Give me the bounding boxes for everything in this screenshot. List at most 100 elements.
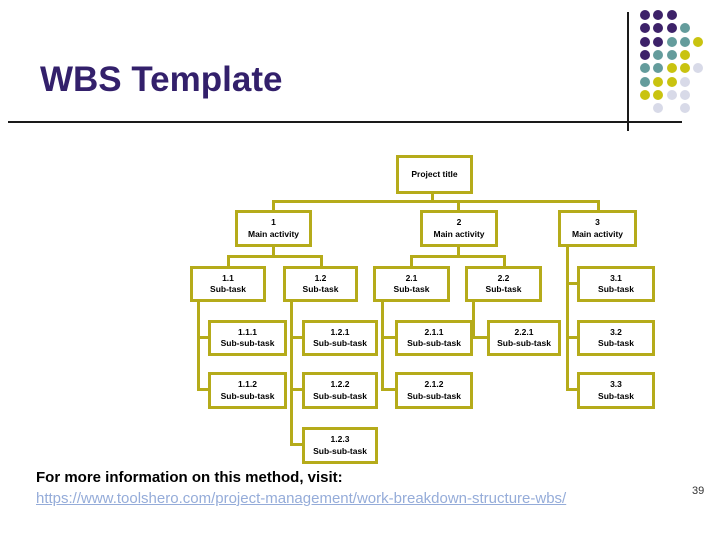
node-label: Main activity [433, 228, 485, 239]
dot [679, 36, 690, 47]
wbs-node-1-1-2: 1.1.2 Sub-sub-task [208, 372, 287, 409]
dot [679, 49, 690, 60]
node-number: 3 [595, 217, 600, 228]
node-number: 1.2.1 [330, 326, 350, 337]
dot [653, 10, 664, 20]
node-label: Sub-sub-task [313, 445, 367, 456]
node-number: 2.1.1 [424, 326, 444, 337]
slide-page-number: 39 [692, 485, 705, 497]
node-label: Sub-task [302, 284, 339, 294]
wbs-node-1-2-1: 1.2.1 Sub-sub-task [302, 320, 378, 356]
dot [653, 89, 664, 100]
wbs-node-1-1-1: 1.1.1 Sub-sub-task [208, 320, 287, 356]
dot [653, 23, 664, 34]
connector [381, 388, 395, 391]
wbs-node-1-2-3: 1.2.3 Sub-sub-task [302, 427, 378, 464]
title-underline-rule [8, 121, 682, 123]
connector [472, 302, 475, 339]
node-label: Sub-sub-task [407, 338, 461, 348]
node-number: 1.1 [222, 272, 234, 283]
node-number: 2.1 [405, 272, 418, 283]
connector [503, 255, 506, 267]
connector [290, 302, 293, 446]
node-label: Sub-sub-task [407, 390, 461, 401]
dot [653, 63, 664, 74]
node-number: 1.2.3 [330, 434, 350, 445]
dot [640, 63, 650, 74]
dot [679, 76, 690, 87]
node-number: 3.1 [610, 272, 622, 283]
connector [197, 388, 208, 391]
connector [290, 388, 302, 391]
dot [666, 36, 677, 47]
connector [566, 336, 577, 339]
slide-title: WBS Template [40, 60, 283, 99]
connector [457, 247, 460, 257]
wbs-node-2-1: 2.1 Sub-task [373, 266, 450, 302]
connector [227, 255, 323, 258]
dot [666, 10, 677, 20]
node-number: 1.1.1 [238, 326, 257, 337]
dot [653, 76, 664, 87]
dot [666, 76, 677, 87]
wbs-node-2-2-1: 2.2.1 Sub-sub-task [487, 320, 561, 356]
wbs-node-1: 1 Main activity [235, 210, 312, 247]
wbs-node-2-2: 2.2 Sub-task [465, 266, 542, 302]
dot [640, 76, 650, 87]
dot [679, 63, 690, 74]
connector [410, 255, 413, 267]
node-label: Sub-task [210, 284, 246, 294]
node-label: Sub-sub-task [313, 338, 367, 348]
wbs-node-2-1-2: 2.1.2 Sub-sub-task [395, 372, 473, 409]
wbs-node-1-1: 1.1 Sub-task [190, 266, 266, 302]
node-label: Sub-sub-task [220, 390, 275, 401]
node-number: 2.1.2 [424, 379, 444, 390]
connector [320, 255, 323, 267]
connector [272, 247, 275, 257]
connector [457, 200, 460, 211]
connector [431, 194, 434, 201]
node-number: 1.2.2 [330, 379, 350, 390]
wbs-node-1-2-2: 1.2.2 Sub-sub-task [302, 372, 378, 409]
node-label: Main activity [247, 228, 300, 239]
dot [640, 36, 650, 47]
connector [290, 336, 302, 339]
node-label: Sub-sub-task [220, 338, 275, 348]
node-number: 1 [271, 217, 276, 228]
node-label: Sub-sub-task [497, 338, 551, 348]
dot [666, 49, 677, 60]
connector [566, 282, 577, 285]
wbs-node-2-1-1: 2.1.1 Sub-sub-task [395, 320, 473, 356]
connector [472, 336, 487, 339]
footer-hyperlink[interactable]: https://www.toolshero.com/project-manage… [36, 490, 567, 507]
node-number: 1.1.2 [238, 379, 257, 390]
node-label: Sub-task [598, 338, 634, 348]
connector [197, 336, 208, 339]
dot [640, 89, 650, 100]
connector [381, 302, 384, 391]
node-label: Sub-sub-task [313, 390, 367, 401]
wbs-node-1-2: 1.2 Sub-task [283, 266, 358, 302]
node-label: Sub-task [485, 284, 522, 294]
connector [597, 200, 600, 211]
vertical-divider-line [627, 12, 629, 131]
wbs-node-3-1: 3.1 Sub-task [577, 266, 655, 302]
node-number: 3.2 [610, 326, 622, 337]
node-number: 1.2 [314, 272, 327, 283]
dot [679, 103, 690, 114]
dot [679, 89, 690, 100]
dot [640, 10, 650, 20]
node-label: Sub-task [393, 284, 430, 294]
dot [666, 89, 677, 100]
dot [653, 49, 664, 60]
connector [227, 255, 230, 267]
connector [197, 302, 200, 391]
dot [653, 103, 664, 114]
dot [653, 36, 664, 47]
connector [290, 443, 302, 446]
wbs-node-3-2: 3.2 Sub-task [577, 320, 655, 356]
wbs-node-project-title: Project title [396, 155, 473, 194]
node-label: Project title [411, 168, 458, 179]
dot-pattern-decoration [640, 10, 712, 120]
connector [381, 336, 395, 339]
